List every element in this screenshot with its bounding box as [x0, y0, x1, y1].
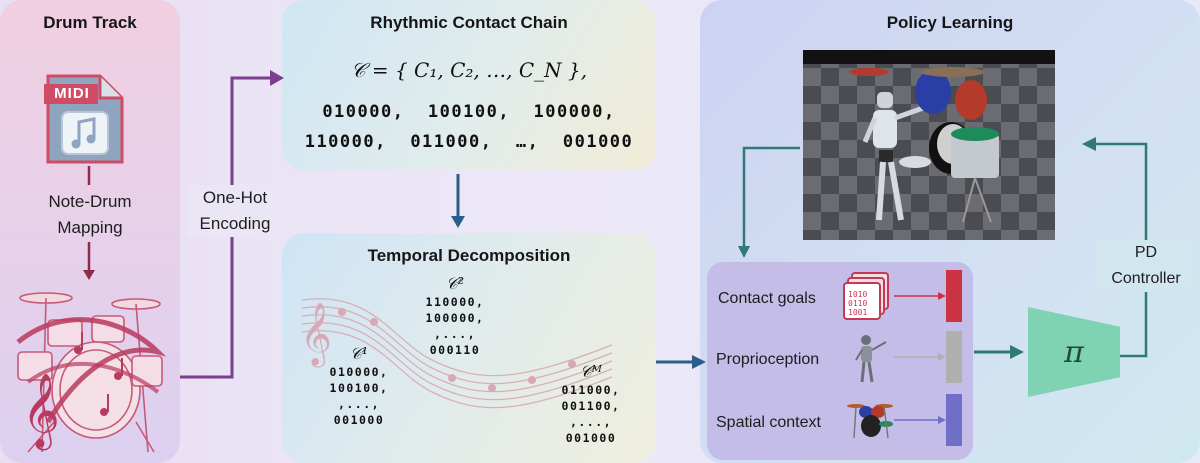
- encoding-line-1: One-Hot: [202, 188, 268, 207]
- cM-line-2: 001100,: [561, 399, 621, 413]
- proprioception-feature-bar: [946, 331, 962, 383]
- c2-line-2: 100000,: [425, 311, 485, 325]
- c2-line-4: 000110: [429, 343, 481, 357]
- chain-to-decomposition-arrow: [451, 174, 465, 228]
- pd-controller-label: PD Controller: [1096, 240, 1196, 292]
- encoding-line-2: Encoding: [199, 214, 271, 233]
- proprioception-robot-icon: [852, 332, 890, 384]
- contact-chain-row-1: 010000, 100100, 100000,: [322, 102, 616, 122]
- input-connector-lines: [894, 292, 946, 424]
- mapping-line-1: Note-Drum: [48, 192, 132, 211]
- c1-line-2: 100100,: [329, 381, 389, 395]
- contact-goals-feature-bar: [946, 270, 962, 322]
- svg-text:𝄞: 𝄞: [300, 302, 332, 368]
- svg-text:1001: 1001: [848, 308, 867, 317]
- c1-line-4: 001000: [333, 413, 385, 427]
- cM-line-4: 001000: [565, 431, 617, 445]
- policy-inputs-panel: [707, 262, 973, 460]
- pd-controller-line-2: Controller: [1111, 270, 1181, 287]
- simulation-scene: [803, 50, 1055, 240]
- inputs-to-policy-arrow: [974, 345, 1024, 359]
- svg-text:𝄞: 𝄞: [22, 374, 60, 451]
- spatial-context-feature-bar: [946, 394, 962, 446]
- c1-label: 𝒞¹: [349, 344, 369, 363]
- cM-line-1: 011000,: [561, 383, 621, 397]
- contact-chain-row-2: 110000, 011000, …, 001000: [304, 132, 634, 152]
- pd-controller-line-1: PD: [1134, 244, 1158, 261]
- c1-line-3: ,...,: [337, 397, 381, 411]
- contact-chain-formula: 𝒞 = { C₁, C₂, …, C_N },: [350, 58, 588, 82]
- spatial-context-drum-icon: [846, 398, 896, 440]
- drum-kit-illustration: 𝄞: [8, 282, 173, 457]
- cM-line-3: ,...,: [569, 415, 613, 429]
- mapping-line-2: Mapping: [57, 218, 123, 237]
- proprioception-label: Proprioception: [716, 351, 820, 368]
- c2-label: 𝒞²: [445, 274, 465, 293]
- temporal-decomposition-panel: [282, 233, 656, 463]
- humanoid-robot: [862, 92, 924, 221]
- temporal-decomposition-title: Temporal Decomposition: [367, 246, 571, 265]
- drum-track-arrows: [83, 166, 95, 280]
- midi-file-icon: MIDI: [44, 74, 126, 164]
- c1-line-1: 010000,: [329, 365, 389, 379]
- midi-badge-text: MIDI: [54, 85, 90, 102]
- scene-to-inputs-arrow: [738, 146, 800, 258]
- drum-track-title: Drum Track: [43, 13, 137, 32]
- subsequence-c2: 𝒞² 110000, 100000, ,..., 000110: [420, 274, 490, 358]
- c2-line-1: 110000,: [425, 295, 485, 309]
- decomposition-to-policy-arrow: [656, 355, 706, 369]
- rhythmic-contact-chain-title: Rhythmic Contact Chain: [370, 13, 568, 32]
- robot-drum-kit: [849, 67, 999, 223]
- rhythmic-contact-chain-panel: [282, 0, 656, 170]
- subsequence-cM: 𝒞ᴹ 011000, 001100, ,..., 001000: [556, 362, 626, 446]
- pi-symbol: π: [1064, 334, 1084, 370]
- svg-text:1010: 1010: [848, 290, 867, 299]
- one-hot-encoding-label: One-Hot Encoding: [187, 185, 283, 237]
- policy-learning-title: Policy Learning: [886, 13, 1014, 32]
- subsequence-c1: 𝒞¹ 010000, 100100, ,..., 001000: [324, 344, 394, 428]
- contact-goals-label: Contact goals: [718, 290, 816, 307]
- music-staff-illustration: 𝄞: [300, 298, 613, 409]
- contact-goals-icon: 1010 0110 1001: [842, 271, 892, 321]
- spatial-context-label: Spatial context: [716, 414, 821, 431]
- c2-line-3: ,...,: [433, 327, 477, 341]
- cM-label: 𝒞ᴹ: [580, 362, 602, 381]
- svg-text:0110: 0110: [848, 299, 867, 308]
- note-drum-mapping-label: Note-Drum Mapping: [0, 189, 180, 241]
